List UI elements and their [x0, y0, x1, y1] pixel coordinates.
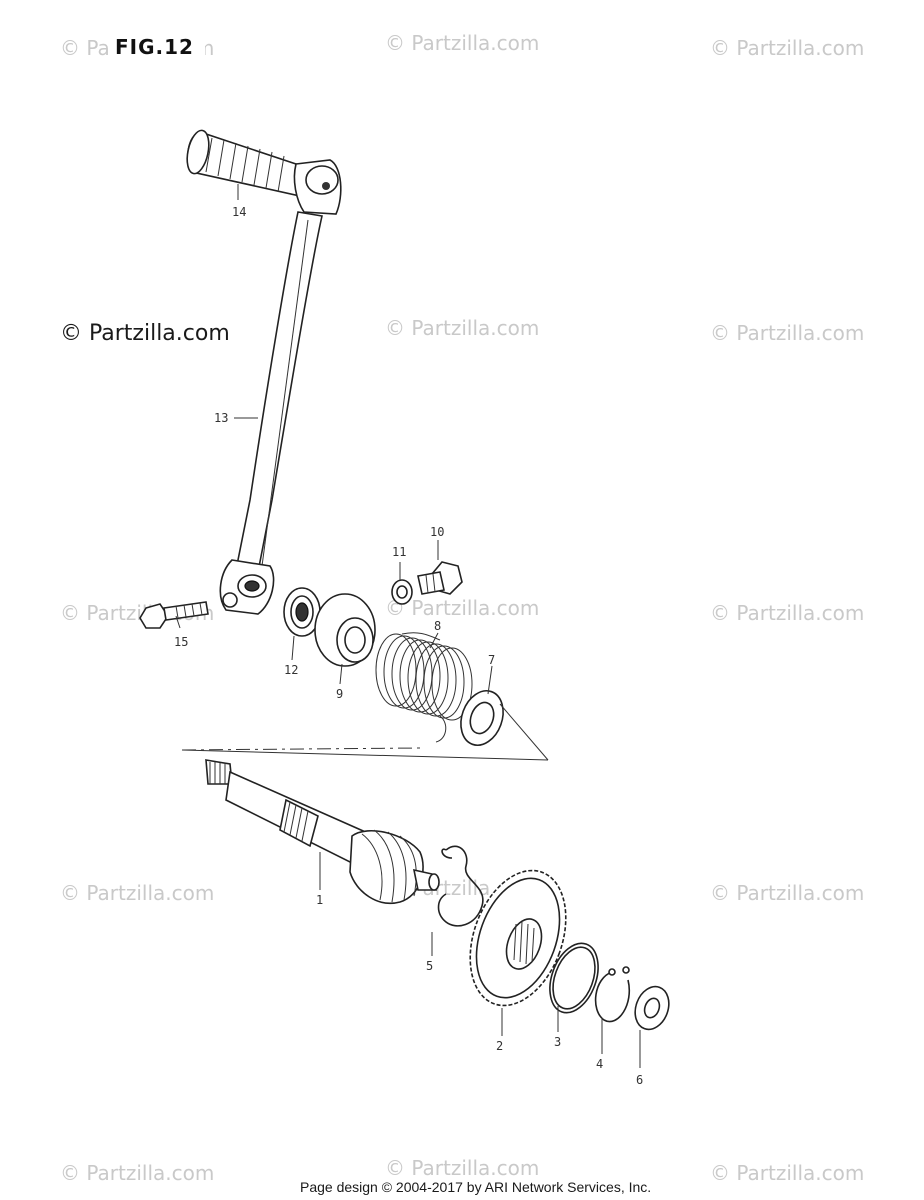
callout-8: 8 — [434, 619, 441, 633]
callout-1: 1 — [316, 893, 323, 907]
watermark: © Partzilla.com — [710, 601, 864, 625]
figure-title: FIG.12 — [115, 35, 194, 59]
callout-6: 6 — [636, 1073, 643, 1087]
callout-9: 9 — [336, 687, 343, 701]
watermark-layer: © Partzilla.com © Partzilla.com © Partzi… — [60, 31, 864, 1185]
callout-labels: 14 13 15 12 9 11 10 8 7 1 5 2 3 4 6 — [174, 205, 643, 1087]
lever-bolt[interactable] — [139, 601, 209, 629]
callout-3: 3 — [554, 1035, 561, 1049]
thrust-washer[interactable] — [454, 685, 511, 751]
watermark: © Partzilla.com — [385, 31, 539, 55]
callout-14: 14 — [232, 205, 246, 219]
watermark: © Partzilla.com — [710, 36, 864, 60]
callout-12: 12 — [284, 663, 298, 677]
watermark: © Partzilla.com — [710, 1161, 864, 1185]
watermark: © Partzilla.com — [710, 881, 864, 905]
kick-shaft[interactable] — [205, 759, 440, 905]
washer[interactable] — [629, 982, 674, 1034]
assembly-line — [181, 703, 549, 761]
callout-11: 11 — [392, 545, 406, 559]
callout-13: 13 — [214, 411, 228, 425]
spring-guide[interactable] — [314, 593, 376, 667]
footer-credit: Page design © 2004-2017 by ARI Network S… — [300, 1179, 651, 1195]
callout-7: 7 — [488, 653, 495, 667]
callout-2: 2 — [496, 1039, 503, 1053]
watermark: © Partzilla.com — [60, 321, 230, 346]
circlip[interactable] — [541, 937, 607, 1020]
kick-lever[interactable] — [219, 211, 323, 615]
watermark: © Partzilla.com — [60, 1161, 214, 1185]
spring-clip[interactable] — [437, 845, 484, 927]
callout-4: 4 — [596, 1057, 603, 1071]
watermark: © Partzilla.com — [60, 881, 214, 905]
watermark: © Partzilla.com — [710, 321, 864, 345]
kick-gear[interactable] — [453, 857, 584, 1019]
washer[interactable] — [391, 579, 413, 605]
callout-5: 5 — [426, 959, 433, 973]
stopper-bolt[interactable] — [417, 561, 463, 595]
watermark: © Partzilla.com — [385, 1156, 539, 1180]
snap-ring[interactable] — [594, 966, 631, 1023]
oil-seal[interactable] — [283, 587, 321, 637]
callout-10: 10 — [430, 525, 444, 539]
leader-lines — [175, 184, 641, 1068]
watermark: © Partzilla.com — [385, 596, 539, 620]
title-backdrop — [110, 30, 205, 60]
return-spring[interactable] — [375, 632, 473, 743]
kick-grip[interactable] — [184, 128, 342, 215]
watermark: © Partzilla.com — [385, 316, 539, 340]
callout-15: 15 — [174, 635, 188, 649]
